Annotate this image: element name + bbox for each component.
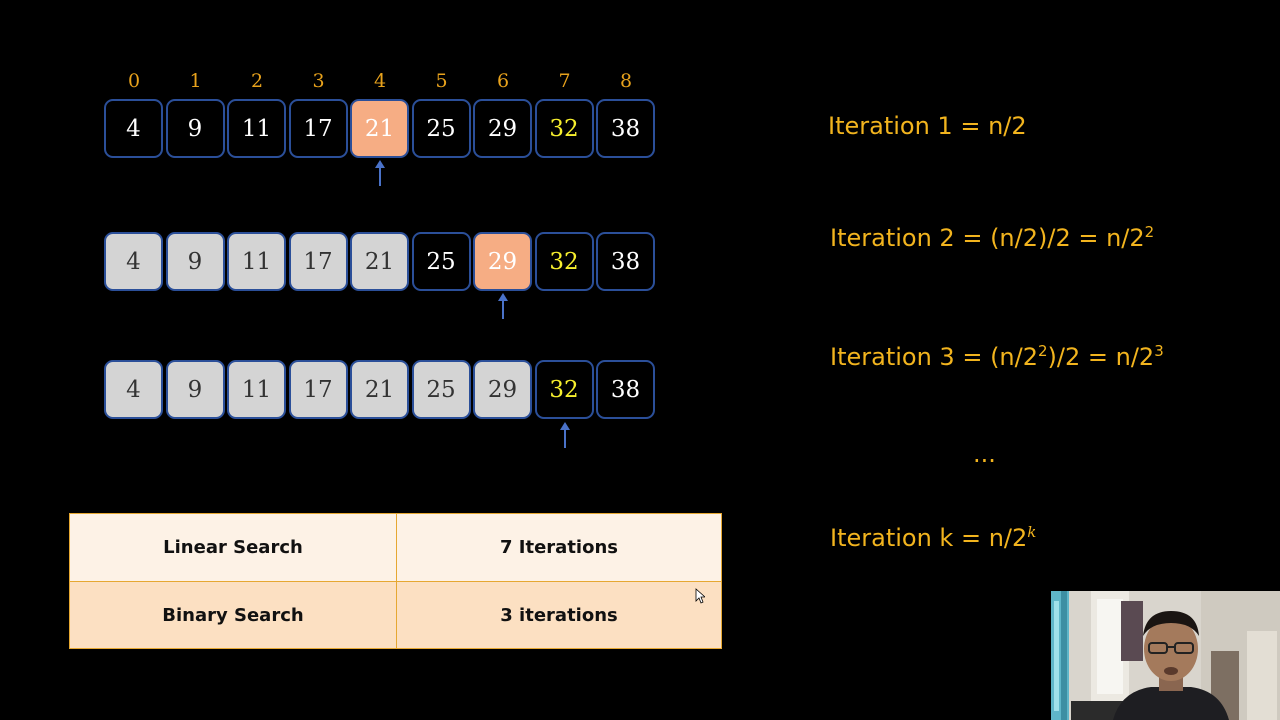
array-cell: 17 bbox=[288, 360, 348, 419]
iteration-k-text: Iteration k = n/2 bbox=[830, 524, 1028, 552]
table-cell-result: 7 Iterations bbox=[500, 537, 618, 558]
array-index-label: 3 bbox=[312, 70, 325, 92]
iteration-3-exponent-a: 2 bbox=[1038, 342, 1048, 360]
comparison-table: Linear Search 7 Iterations Binary Search… bbox=[69, 513, 722, 649]
iteration-2-text: Iteration 2 = (n/2)/2 = n/2 bbox=[830, 224, 1145, 252]
array-index-label: 6 bbox=[496, 70, 510, 92]
array-cell: 11 bbox=[227, 99, 286, 158]
array-cell: 4 bbox=[104, 99, 163, 158]
iteration-2-exponent: 2 bbox=[1144, 223, 1155, 241]
array-cell: 9 bbox=[165, 99, 225, 158]
presenter-image bbox=[1051, 591, 1280, 720]
array-index-label: 7 bbox=[558, 70, 571, 92]
up-arrow-icon bbox=[559, 422, 570, 448]
iteration-3-exponent-b: 3 bbox=[1154, 342, 1164, 360]
iteration-2-formula: Iteration 2 = (n/2)/2 = n/22 bbox=[830, 223, 1154, 252]
table-cell-result: 3 iterations bbox=[500, 604, 618, 626]
array-cell: 32 bbox=[534, 360, 594, 419]
array-cell: 21 bbox=[350, 99, 409, 158]
iteration-3-text-a: Iteration 3 = (n/2 bbox=[830, 343, 1038, 371]
array-index-label: 1 bbox=[189, 70, 202, 92]
table-cell-method: Linear Search bbox=[70, 514, 397, 581]
array-cell: 38 bbox=[596, 99, 655, 158]
iteration-ellipsis: ... bbox=[973, 440, 996, 468]
iteration-3-text-b: )/2 = n/2 bbox=[1047, 343, 1155, 371]
iteration-1-text: Iteration 1 = n/2 bbox=[828, 112, 1027, 140]
array-cell: 9 bbox=[165, 360, 225, 419]
iteration-k-formula: Iteration k = n/2k bbox=[830, 523, 1036, 552]
array-index-label: 0 bbox=[127, 70, 141, 92]
array-cell: 21 bbox=[350, 232, 409, 291]
array-cell: 21 bbox=[350, 360, 409, 419]
array-index-label: 4 bbox=[373, 70, 387, 92]
array-cell: 25 bbox=[411, 360, 471, 419]
presenter-webcam bbox=[1051, 591, 1280, 720]
array-cell: 25 bbox=[411, 232, 471, 291]
array-cell: 17 bbox=[288, 99, 348, 158]
array-cell: 11 bbox=[227, 360, 286, 419]
iteration-k-exponent: k bbox=[1027, 523, 1037, 541]
array-cell: 25 bbox=[411, 99, 471, 158]
up-arrow-icon bbox=[498, 293, 508, 319]
array-cell: 32 bbox=[534, 99, 594, 158]
array-cell: 29 bbox=[473, 232, 532, 291]
ellipsis-text: ... bbox=[973, 440, 996, 468]
array-index-label: 8 bbox=[619, 70, 633, 92]
iteration-3-formula: Iteration 3 = (n/22)/2 = n/23 bbox=[830, 342, 1164, 371]
array-cell: 38 bbox=[596, 232, 655, 291]
array-cell: 38 bbox=[596, 360, 655, 419]
table-cell-method: Binary Search bbox=[70, 582, 397, 648]
up-arrow-icon bbox=[375, 160, 385, 186]
array-index-label: 2 bbox=[250, 70, 264, 92]
array-cell: 29 bbox=[473, 360, 532, 419]
mouse-cursor-icon bbox=[695, 588, 705, 604]
array-cell: 17 bbox=[288, 232, 348, 291]
iteration-1-formula: Iteration 1 = n/2 bbox=[828, 112, 1027, 140]
array-cell: 4 bbox=[104, 232, 163, 291]
array-cell: 29 bbox=[473, 99, 532, 158]
table-row: Binary Search 3 iterations bbox=[70, 582, 721, 648]
array-cell: 11 bbox=[227, 232, 286, 291]
array-cell: 32 bbox=[534, 232, 594, 291]
array-cell: 4 bbox=[104, 360, 163, 419]
array-index-label: 5 bbox=[435, 70, 448, 92]
table-row: Linear Search 7 Iterations bbox=[70, 514, 721, 582]
array-cell: 9 bbox=[165, 232, 225, 291]
